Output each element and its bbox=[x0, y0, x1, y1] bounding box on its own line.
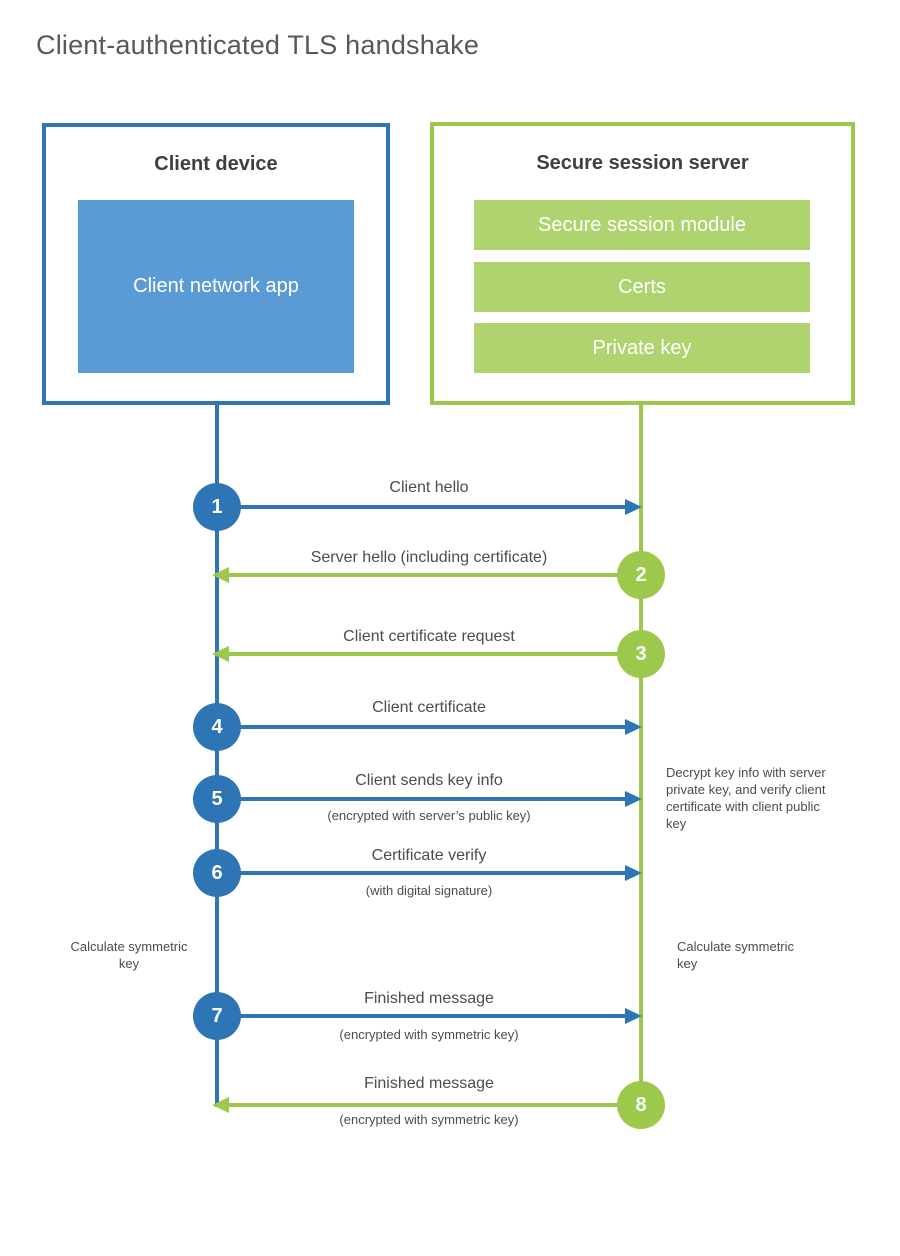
arrowhead-right-icon bbox=[625, 791, 642, 807]
message-label-4: Client certificate bbox=[372, 699, 486, 716]
arrow-shaft bbox=[217, 725, 630, 729]
step-circle-2: 2 bbox=[617, 551, 665, 599]
message-sublabel-5: (encrypted with server’s public key) bbox=[327, 808, 531, 823]
message-label-7: Finished message bbox=[364, 990, 494, 1007]
step-circle-6: 6 bbox=[193, 849, 241, 897]
message-label-3: Client certificate request bbox=[343, 628, 515, 645]
page-title: Client-authenticated TLS handshake bbox=[36, 30, 480, 60]
arrow-shaft bbox=[228, 1103, 641, 1107]
client-network-app-box: Client network app bbox=[78, 200, 354, 373]
arrowhead-left-icon bbox=[212, 646, 229, 662]
arrowhead-right-icon bbox=[625, 499, 642, 515]
message-label-2: Server hello (including certificate) bbox=[310, 549, 548, 566]
arrow-shaft bbox=[217, 505, 630, 509]
arrow-client-hello bbox=[217, 499, 642, 515]
arrow-server-hello bbox=[212, 567, 641, 583]
client-device-title: Client device bbox=[154, 153, 278, 175]
arrow-client-certificate bbox=[217, 719, 642, 735]
arrowhead-right-icon bbox=[625, 719, 642, 735]
message-sublabel-7: (encrypted with symmetric key) bbox=[339, 1027, 519, 1042]
note-decrypt-key-info: Decrypt key info with server private key… bbox=[666, 765, 826, 831]
message-label-8: Finished message bbox=[364, 1075, 494, 1092]
message-sublabel-8: (encrypted with symmetric key) bbox=[339, 1112, 519, 1127]
client-lifeline bbox=[215, 405, 219, 1107]
arrow-shaft bbox=[217, 1014, 630, 1018]
note-calculate-symmetric-key-client: Calculate symmetric key bbox=[70, 939, 188, 971]
arrowhead-right-icon bbox=[625, 865, 642, 881]
arrowhead-left-icon bbox=[212, 1097, 229, 1113]
arrow-client-sends-key-info bbox=[217, 791, 642, 807]
message-label-1: Client hello bbox=[389, 479, 469, 496]
arrow-shaft bbox=[228, 652, 641, 656]
note-calculate-symmetric-key-server: Calculate symmetric key bbox=[677, 939, 795, 971]
server-lifeline bbox=[639, 403, 643, 1091]
step-circle-8: 8 bbox=[617, 1081, 665, 1129]
message-sublabel-6: (with digital signature) bbox=[365, 883, 493, 898]
arrow-shaft bbox=[228, 573, 641, 577]
step-circle-7: 7 bbox=[193, 992, 241, 1040]
step-circle-1: 1 bbox=[193, 483, 241, 531]
arrow-shaft bbox=[217, 871, 630, 875]
arrow-finished-message-client bbox=[217, 1008, 642, 1024]
certs-bar: Certs bbox=[474, 262, 810, 312]
message-label-6: Certificate verify bbox=[371, 847, 487, 864]
arrow-finished-message-server bbox=[212, 1097, 641, 1113]
step-circle-4: 4 bbox=[193, 703, 241, 751]
message-label-5: Client sends key info bbox=[355, 772, 503, 789]
arrow-certificate-verify bbox=[217, 865, 642, 881]
arrow-shaft bbox=[217, 797, 630, 801]
private-key-bar: Private key bbox=[474, 323, 810, 373]
step-circle-5: 5 bbox=[193, 775, 241, 823]
arrow-client-certificate-request bbox=[212, 646, 641, 662]
arrowhead-left-icon bbox=[212, 567, 229, 583]
arrowhead-right-icon bbox=[625, 1008, 642, 1024]
secure-session-server-title: Secure session server bbox=[536, 152, 749, 174]
secure-session-module-bar: Secure session module bbox=[474, 200, 810, 250]
step-circle-3: 3 bbox=[617, 630, 665, 678]
